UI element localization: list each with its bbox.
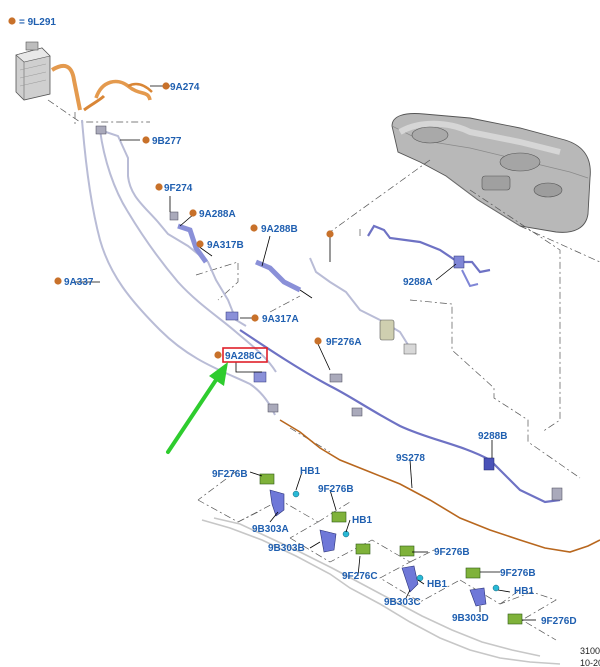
label-9288A: 9288A <box>403 277 432 288</box>
label-9A274: 9A274 <box>170 82 200 93</box>
orange-dot-icon <box>326 230 334 238</box>
label-9B303B: 9B303B <box>268 543 305 554</box>
bracket-9B303A-icon <box>269 489 285 517</box>
orange-dot-icon <box>54 277 62 285</box>
clip-group-a <box>259 473 300 517</box>
label-9F276B-b: 9F276B <box>318 484 354 495</box>
label-9F276B-a: 9F276B <box>212 469 248 480</box>
clip-9F276B-icon <box>399 545 415 557</box>
clip-group-d <box>465 567 523 625</box>
label-9F276A: 9F276A <box>326 337 362 348</box>
label-HB1-c: HB1 <box>427 579 447 590</box>
grey-return-line <box>201 517 561 665</box>
bracket-9B303D-icon <box>469 587 487 607</box>
label-9S278: 9S278 <box>396 453 425 464</box>
orange-dot-icon <box>214 351 222 359</box>
clip-9F276C-icon <box>355 543 371 555</box>
label-9B303D: 9B303D <box>452 613 489 624</box>
leader-lines <box>74 85 536 621</box>
label-9A337: 9A337 <box>64 277 94 288</box>
part-labels: 9A274 9B277 9F274 9A288A 9A288B 9A317B 9… <box>64 82 577 627</box>
label-HB1-b: HB1 <box>352 515 372 526</box>
clip-HB1-icon <box>292 490 300 498</box>
orange-dot-icon <box>250 224 258 232</box>
orange-dot-icon <box>142 136 150 144</box>
clip-HB1-icon <box>492 584 500 592</box>
highlighted-label-group: 9A288C <box>222 347 268 363</box>
label-9F276B-c: 9F276B <box>434 547 470 558</box>
legend-orange-dot-icon <box>8 17 16 25</box>
label-9A317A: 9A317A <box>262 314 299 325</box>
fuel-line-9S278 <box>279 419 600 553</box>
orange-dot-icon <box>314 337 322 345</box>
orange-dot-icon <box>196 240 204 248</box>
brake-lines-light <box>81 119 411 416</box>
label-9F274: 9F274 <box>164 183 193 194</box>
fuel-tank-illustration <box>391 113 591 233</box>
orange-hose-assembly-9A274 <box>50 63 153 112</box>
label-9288B: 9288B <box>478 431 507 442</box>
brake-line-9288A-illustration <box>453 255 479 288</box>
legend-text: = 9L291 <box>19 17 56 28</box>
brake-line-9288B <box>239 224 561 504</box>
label-9B303A: 9B303A <box>252 524 289 535</box>
orange-markers <box>54 82 334 359</box>
orange-dot-icon <box>251 314 259 322</box>
green-pointer-arrow <box>166 362 228 454</box>
label-9A288C: 9A288C <box>225 351 262 362</box>
label-9F276C: 9F276C <box>342 571 378 582</box>
fuel-filter-canister-illustration <box>15 41 51 101</box>
orange-dot-icon <box>189 209 197 217</box>
label-HB1-d: HB1 <box>514 586 534 597</box>
bracket-9B303B-icon <box>319 529 337 553</box>
label-9B277: 9B277 <box>152 136 182 147</box>
connector-fittings <box>95 125 563 501</box>
label-HB1-a: HB1 <box>300 466 320 477</box>
clip-9F276B-icon <box>259 473 275 485</box>
clip-9F276B-icon <box>331 511 347 523</box>
clip-9F276D-icon <box>507 613 523 625</box>
bracket-9B303C-icon <box>401 565 419 593</box>
corner-code: 3100 10-20 <box>580 646 600 667</box>
clip-9F276B-icon <box>465 567 481 579</box>
orange-dot-icon <box>162 82 170 90</box>
highlight-box <box>222 347 268 363</box>
label-9A288A: 9A288A <box>199 209 236 220</box>
clip-HB1-icon <box>416 574 424 582</box>
legend: = 9L291 <box>8 17 56 28</box>
orange-dot-icon <box>155 183 163 191</box>
corner-code-line1: 3100 <box>580 646 600 656</box>
label-9A317B: 9A317B <box>207 240 244 251</box>
label-9F276D: 9F276D <box>541 616 577 627</box>
label-9B303C: 9B303C <box>384 597 421 608</box>
corner-code-line2: 10-20 <box>580 658 600 667</box>
label-9A288B: 9A288B <box>261 224 298 235</box>
clip-group-c <box>399 545 424 593</box>
label-9F276B-d: 9F276B <box>500 568 536 579</box>
